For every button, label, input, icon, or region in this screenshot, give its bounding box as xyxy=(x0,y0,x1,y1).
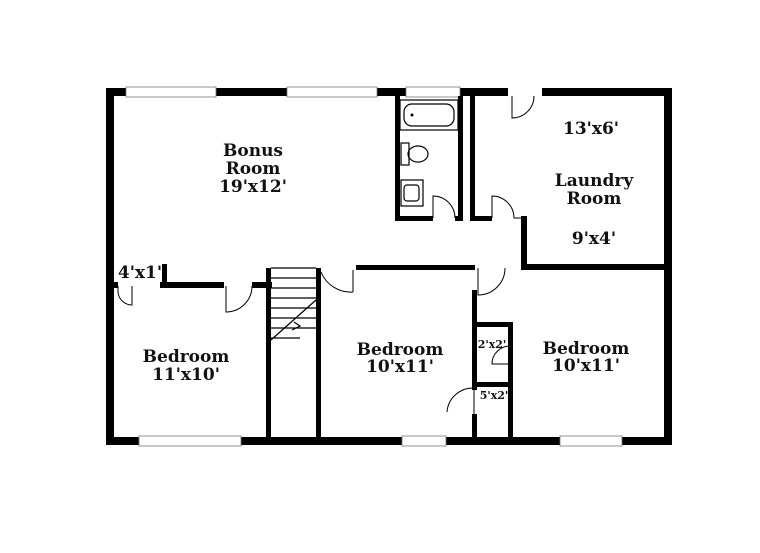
door-gap-top xyxy=(508,87,542,97)
exterior-walls xyxy=(106,88,672,445)
room-label-bedroom-right: Bedroom 10'x11' xyxy=(543,339,630,376)
interior-walls xyxy=(106,96,664,440)
bonus-room-size: 19'x12' xyxy=(219,177,287,197)
bedroom-left-name: Bedroom xyxy=(143,347,230,367)
laundry-storage-size: 13'x6' xyxy=(563,119,619,139)
bathtub-icon xyxy=(399,99,459,131)
bedroom-middle-size: 10'x11' xyxy=(366,357,434,377)
door-icons xyxy=(117,95,535,414)
stairs-icon xyxy=(270,267,317,341)
room-label-laundry: Laundry Room 9'x4' xyxy=(555,171,635,249)
laundry-room-size: 9'x4' xyxy=(572,229,616,249)
bedroom-right-name: Bedroom xyxy=(543,339,630,359)
room-label-bedroom-left: Bedroom 11'x10' xyxy=(143,347,230,385)
laundry-room-name-line2: Room xyxy=(567,189,622,209)
room-label-bonus: Bonus Room 19'x12' xyxy=(219,141,287,197)
bonus-room-name-line2: Room xyxy=(226,159,281,179)
windows xyxy=(125,86,623,447)
closet-upper-size: 2'x2' xyxy=(478,338,507,351)
bedroom-middle-name: Bedroom xyxy=(357,340,444,360)
bedroom-right-size: 10'x11' xyxy=(552,356,620,376)
laundry-room-name-line1: Laundry xyxy=(555,171,635,191)
closet-lower-size: 5'x2' xyxy=(480,389,509,402)
sink-icon xyxy=(400,179,424,207)
bonus-room-name-line1: Bonus xyxy=(223,141,283,161)
room-label-bedroom-middle: Bedroom 10'x11' xyxy=(357,340,444,377)
toilet-icon xyxy=(400,142,429,166)
closet-bonus-size: 4'x1' xyxy=(118,263,162,283)
bedroom-left-size: 11'x10' xyxy=(152,365,220,385)
